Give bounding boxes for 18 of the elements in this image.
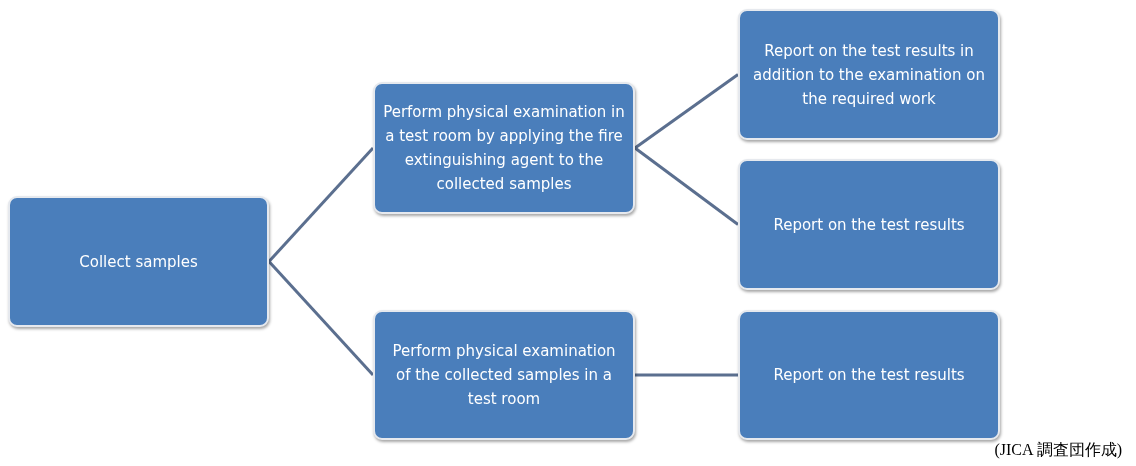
box-text: Report on the test results: [773, 365, 965, 386]
box-text: Perform physical examination in a test room by applying the fire extinguishing agent to the collected samples: [383, 102, 625, 195]
connector-line: [634, 146, 739, 226]
source-note: (JICA 調査団作成): [994, 440, 1122, 461]
process-box: [373, 310, 635, 440]
process-box: [738, 159, 1000, 290]
box-text: Collect samples: [79, 251, 198, 273]
process-box: [8, 196, 269, 327]
process-box: [738, 310, 1000, 440]
connector-line: [267, 147, 375, 263]
connector-line: [635, 373, 738, 377]
box-text: Report on the test results in addition to the examination on the required work: [752, 40, 986, 110]
process-box: [373, 82, 635, 214]
process-box: [738, 9, 1000, 140]
box-text: Report on the test results: [773, 214, 965, 236]
box-text: Perform physical examination of the collected samples in a test room: [391, 341, 617, 410]
connector-line: [634, 73, 739, 150]
connector-line: [267, 260, 375, 376]
